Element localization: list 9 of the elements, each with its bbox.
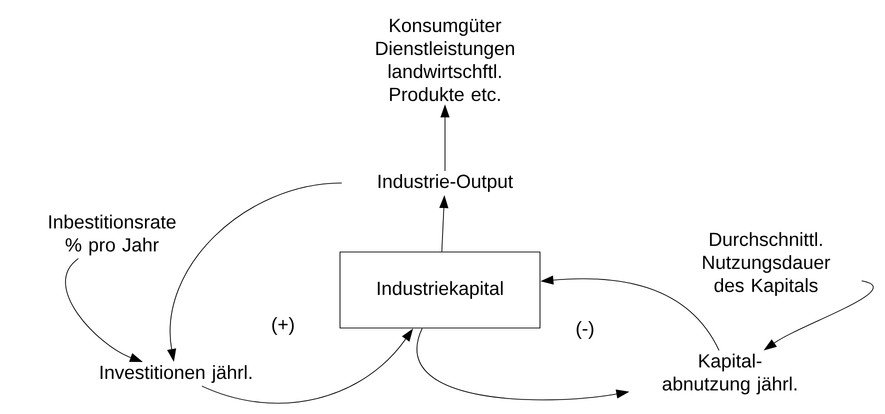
variable-label: Investitionen jährl. <box>100 365 252 383</box>
variable-label: Inbestitionsrate % pro Jahr <box>49 214 176 256</box>
variable-label: Durchschnittl. Nutzungsdauer des Kapitals <box>703 232 830 296</box>
variable-label: Konsumgüter Dienstleistungen landwirtschftl. Produkte etc. <box>376 18 514 102</box>
polarity-sign: (+) <box>272 317 294 335</box>
polarity-sign: (-) <box>576 321 594 339</box>
process-box: Industriekapital <box>340 252 540 328</box>
variable-label: Kapital- abnutzung jährl. <box>662 354 796 394</box>
variable-label: Industrie-Output <box>378 174 513 192</box>
